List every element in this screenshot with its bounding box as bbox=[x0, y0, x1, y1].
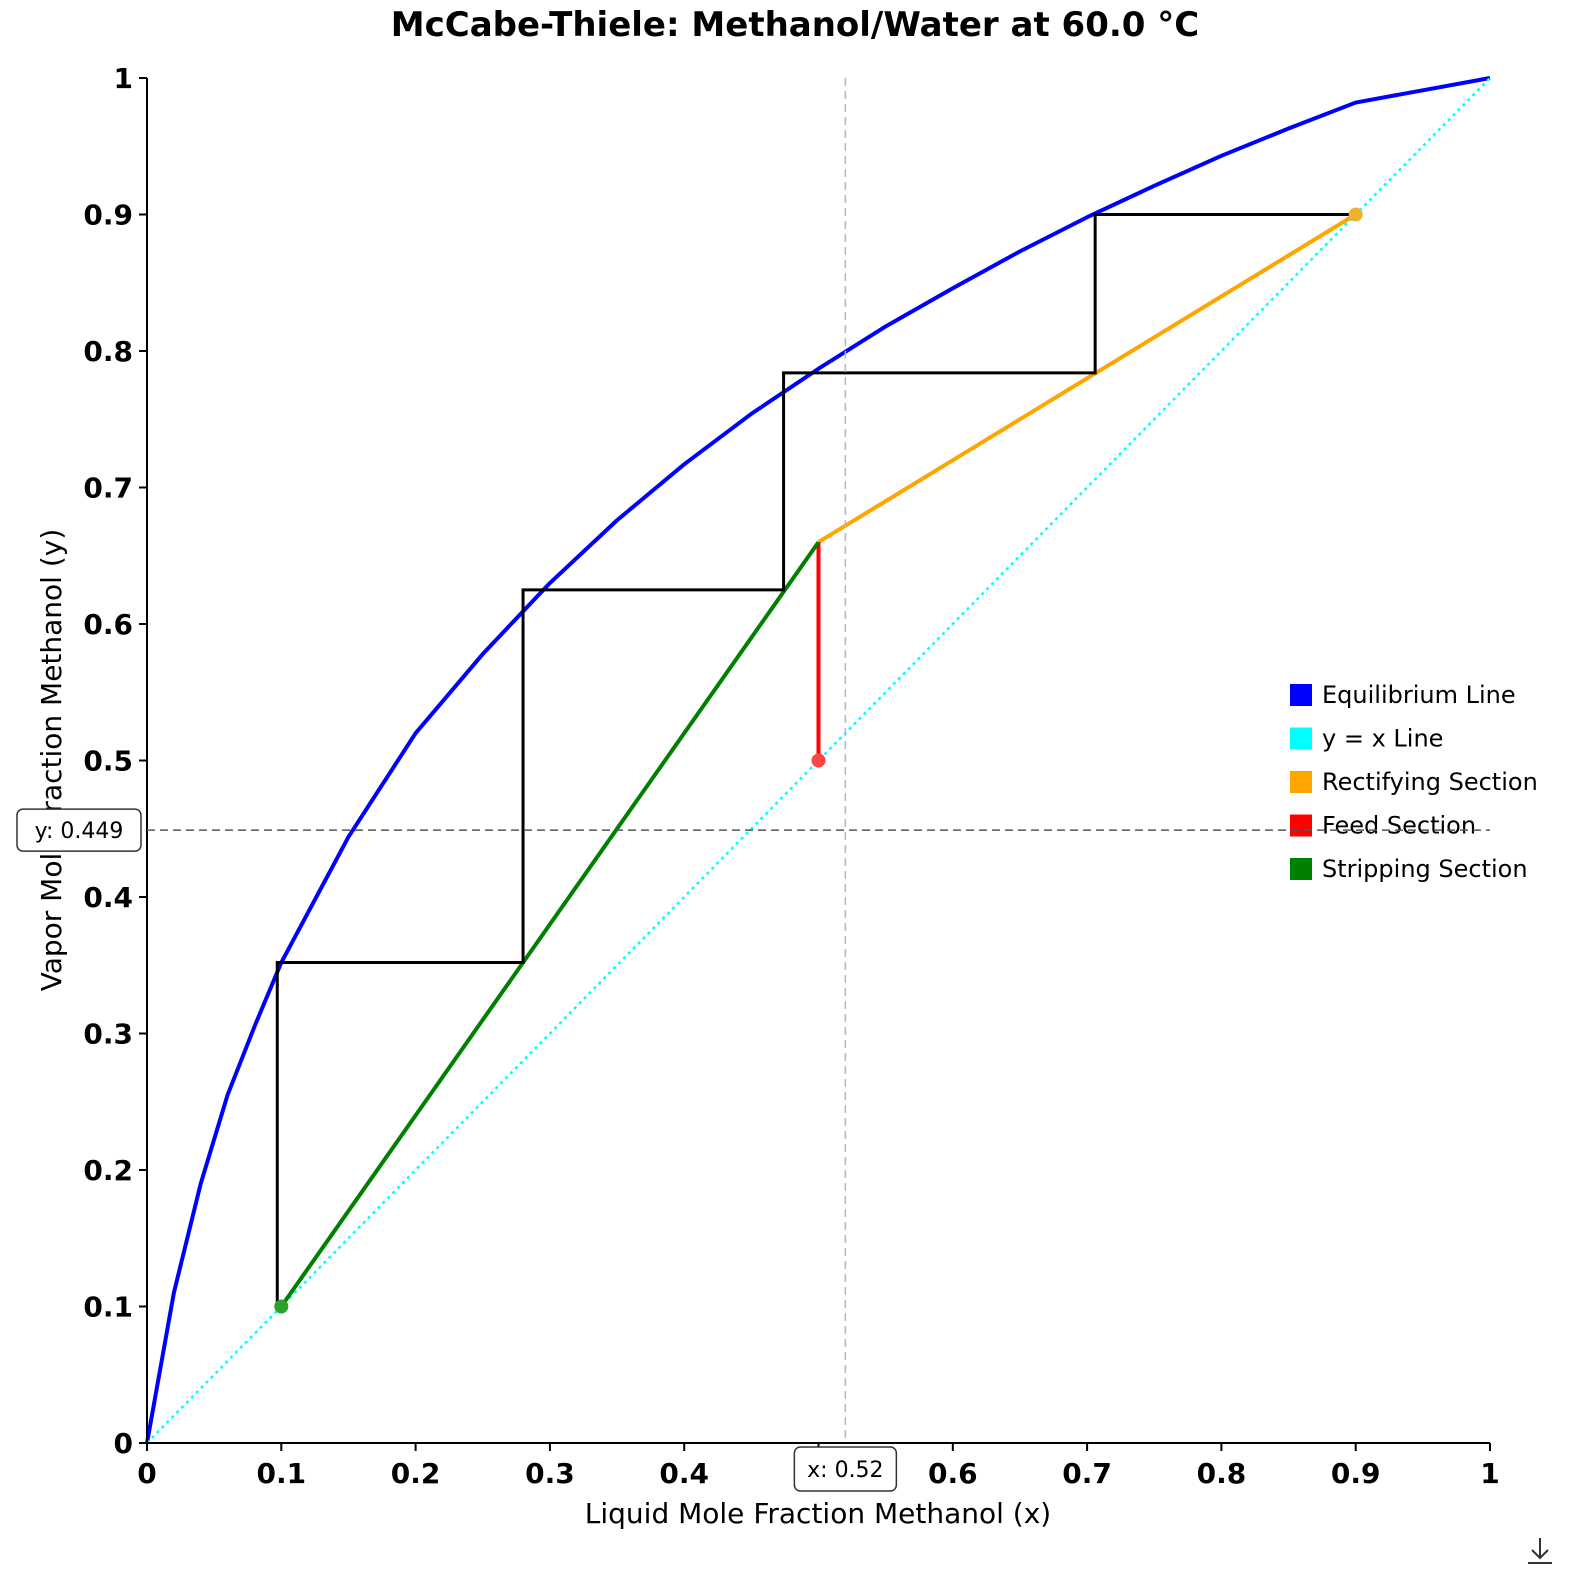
legend-item: Equilibrium Line bbox=[1290, 681, 1516, 709]
point-marker bbox=[274, 1299, 289, 1314]
crosshair-x-tooltip: x: 0.52 bbox=[793, 1446, 898, 1492]
legend-item: Feed Section bbox=[1290, 812, 1476, 840]
legend-label: Feed Section bbox=[1322, 812, 1476, 840]
y-tick-label: 0.6 bbox=[83, 608, 133, 641]
x-tick-label: 0.3 bbox=[525, 1457, 575, 1490]
chart-title: McCabe-Thiele: Methanol/Water at 60.0 °C bbox=[391, 5, 1199, 45]
y-tick-label: 0.4 bbox=[83, 881, 133, 914]
legend-item: Stripping Section bbox=[1290, 855, 1528, 883]
tooltip-box bbox=[793, 1446, 898, 1492]
download-icon[interactable] bbox=[1524, 1534, 1556, 1566]
legend-item: Rectifying Section bbox=[1290, 768, 1538, 796]
series-rectifying-section bbox=[817, 212, 1357, 544]
x-tick-label: 0.1 bbox=[256, 1457, 306, 1490]
y-tick-label: 1 bbox=[114, 62, 133, 95]
series-stripping-section bbox=[279, 540, 821, 1308]
legend-swatch bbox=[1290, 727, 1312, 750]
y-tick-label: 0.8 bbox=[83, 335, 133, 368]
legend-label: Equilibrium Line bbox=[1322, 681, 1516, 709]
x-tick-label: 0 bbox=[137, 1457, 156, 1490]
tooltip-box bbox=[16, 808, 142, 852]
y-tick-label: 0.3 bbox=[83, 1018, 133, 1051]
y-tick-label: 0.1 bbox=[83, 1291, 133, 1324]
x-tick-label: 0.6 bbox=[928, 1457, 978, 1490]
crosshair-y-tooltip: y: 0.449 bbox=[16, 808, 142, 852]
y-axis-label: Vapor Mole Fraction Methanol (y) bbox=[35, 529, 68, 992]
crosshair: y: 0.449 x: 0.52 bbox=[16, 78, 1490, 1492]
y-tick-label: 0 bbox=[114, 1427, 133, 1460]
series-layer bbox=[145, 76, 1491, 1444]
point-marker bbox=[1348, 207, 1363, 222]
legend-item: y = x Line bbox=[1290, 725, 1443, 753]
y-tick-label: 0.7 bbox=[83, 472, 133, 505]
x-tick-label: 1 bbox=[1480, 1457, 1499, 1490]
x-tick-label: 0.4 bbox=[659, 1457, 709, 1490]
legend-swatch bbox=[1290, 814, 1312, 837]
crosshair-x-value: x: 0.52 bbox=[807, 1458, 883, 1483]
x-tick-label: 0.7 bbox=[1062, 1457, 1112, 1490]
y-tick-label: 0.9 bbox=[83, 199, 133, 232]
legend-swatch bbox=[1290, 858, 1312, 880]
legend-label: Stripping Section bbox=[1322, 855, 1528, 883]
legend-swatch bbox=[1290, 771, 1312, 793]
x-tick-label: 0.9 bbox=[1331, 1457, 1381, 1490]
series-equilibrium-line bbox=[145, 76, 1491, 1444]
crosshair-y-value: y: 0.449 bbox=[35, 819, 124, 844]
legend-label: y = x Line bbox=[1322, 725, 1443, 753]
x-tick-label: 0.2 bbox=[391, 1457, 441, 1490]
point-marker bbox=[811, 753, 826, 768]
y-tick-label: 0.5 bbox=[83, 745, 133, 778]
x-tick-label: 0.8 bbox=[1197, 1457, 1247, 1490]
legend-label: Rectifying Section bbox=[1322, 768, 1538, 796]
legend-swatch bbox=[1290, 684, 1312, 706]
stage-steps bbox=[275, 213, 1356, 1307]
y-tick-label: 0.2 bbox=[83, 1154, 133, 1187]
x-axis-label: Liquid Mole Fraction Methanol (x) bbox=[585, 1497, 1051, 1530]
